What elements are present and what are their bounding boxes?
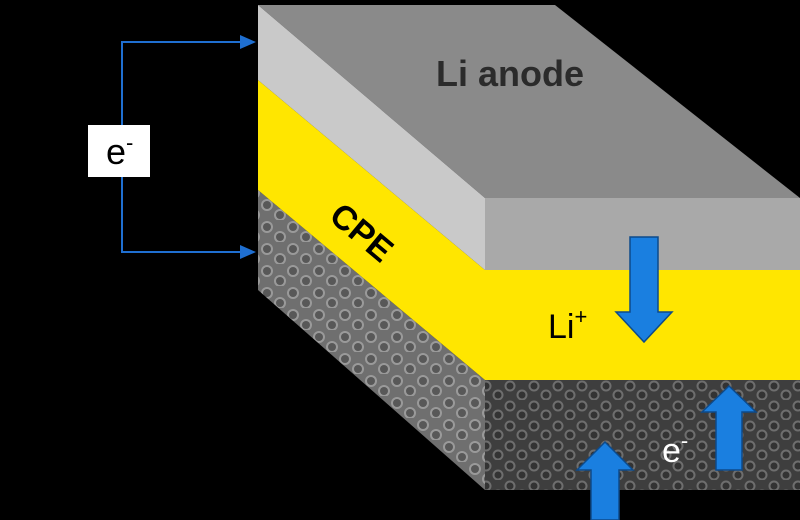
cathode-side-face bbox=[258, 190, 485, 490]
ion-flow-superscript: + bbox=[574, 304, 587, 329]
electron-flow-superscript: - bbox=[681, 428, 688, 453]
cathode-front-face bbox=[485, 380, 800, 490]
electron-label-box bbox=[88, 125, 150, 177]
svg-text:e-: e- bbox=[662, 428, 688, 470]
electron-flow-arrow-up-icon bbox=[700, 384, 758, 471]
ion-flow-label: Li bbox=[548, 308, 574, 346]
circuit-arrow-bottom bbox=[240, 245, 256, 259]
electrolyte-side-face bbox=[258, 80, 485, 380]
anode-label: Li anode bbox=[436, 53, 584, 94]
circuit-electron-label: e bbox=[106, 131, 126, 172]
circuit-arrow-top bbox=[240, 35, 256, 49]
svg-text:Li+: Li+ bbox=[548, 304, 587, 346]
anode-top-face bbox=[258, 5, 800, 198]
anode-side-face bbox=[258, 5, 485, 270]
external-circuit: e- bbox=[88, 35, 256, 259]
electron-flow-label: e bbox=[662, 432, 681, 470]
current-collector-arrow-up-icon bbox=[575, 440, 635, 520]
ion-flow-arrow-down-icon bbox=[614, 236, 674, 344]
anode-front-face bbox=[485, 198, 800, 270]
svg-text:e-: e- bbox=[106, 130, 133, 172]
circuit-electron-superscript: - bbox=[126, 130, 133, 155]
